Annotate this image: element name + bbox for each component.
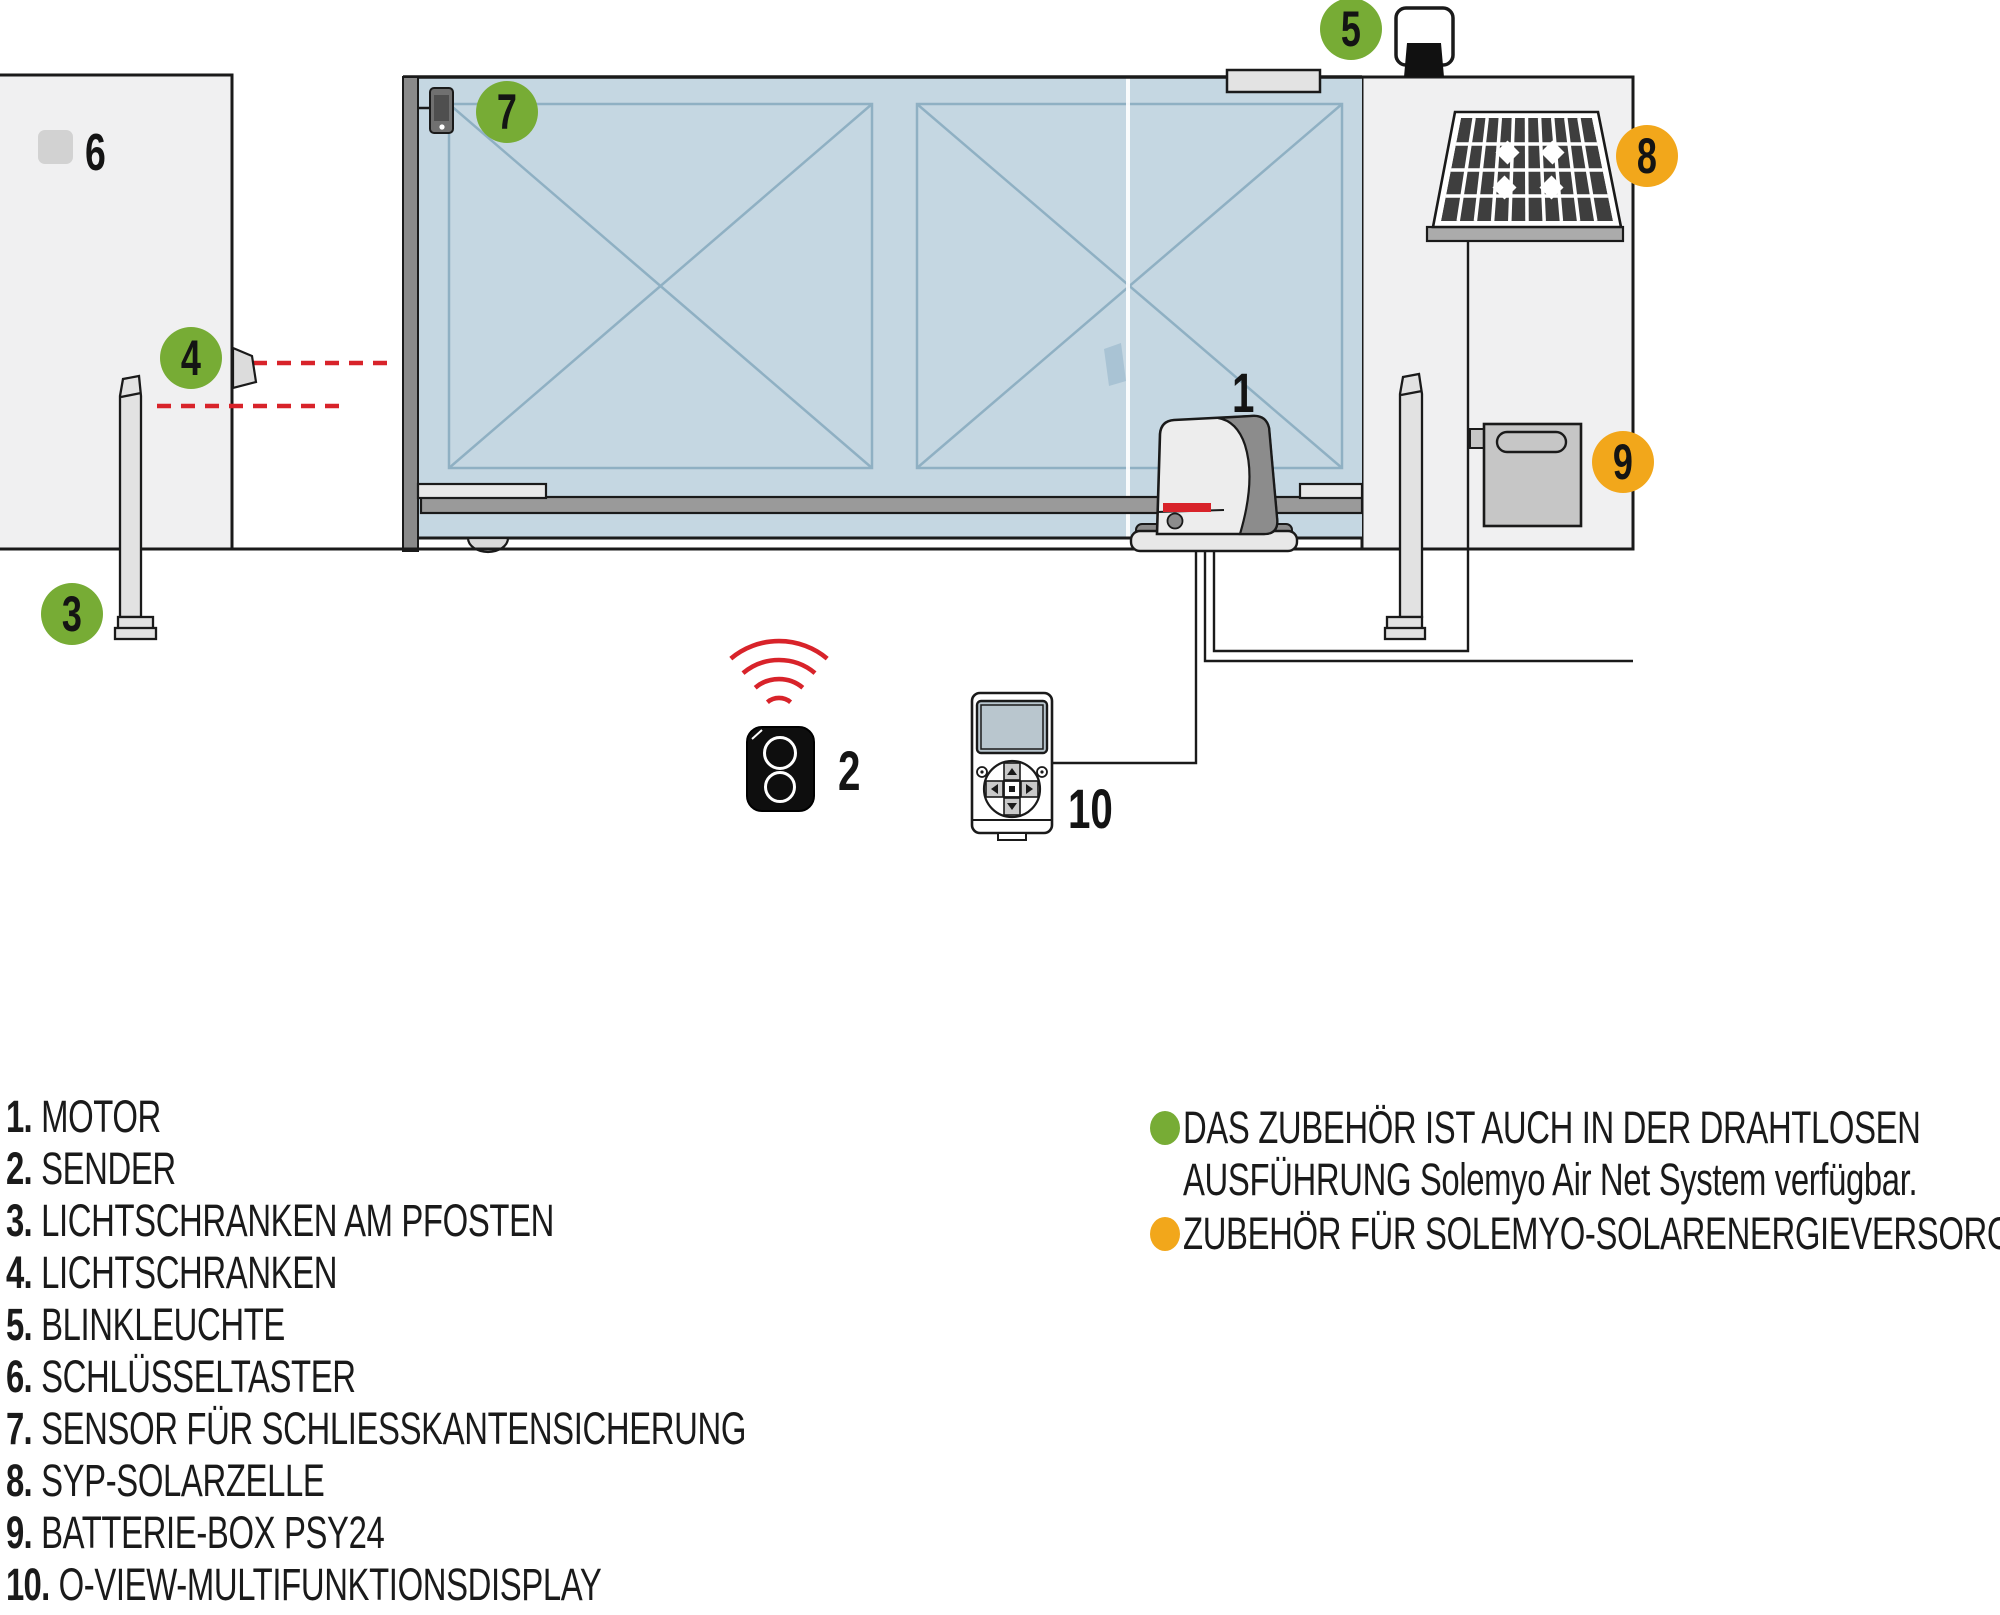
- callout-9-number: 9: [1612, 434, 1634, 490]
- key-switch: [38, 130, 73, 164]
- notes: DAS ZUBEHÖR IST AUCH IN DER DRAHTLOSEN A…: [1150, 1102, 2000, 1260]
- legend-item-9: 9. BATTERIE-BOX PSY24: [6, 1507, 385, 1558]
- gate-leading-edge: [402, 76, 419, 552]
- note-wireless-line2: AUSFÜHRUNG Solemyo Air Net System verfüg…: [1183, 1154, 1918, 1205]
- callout-8-number: 8: [1636, 128, 1658, 184]
- note-wireless-line1: DAS ZUBEHÖR IST AUCH IN DER DRAHTLOSEN: [1183, 1102, 1921, 1153]
- callout-6: 6: [85, 124, 106, 182]
- legend-item-6: 6. SCHLÜSSELTASTER: [6, 1351, 356, 1402]
- gate-motor: [1129, 414, 1299, 553]
- callout-5-number: 5: [1340, 1, 1362, 57]
- solar-panel: [1425, 110, 1625, 243]
- legend-item-5: 5. BLINKLEUCHTE: [6, 1299, 285, 1350]
- photocell-beams: [157, 360, 392, 409]
- callout-4: 4: [160, 327, 222, 389]
- callout-2: 2: [838, 739, 861, 802]
- legend-item-8: 8. SYP-SOLARZELLE: [6, 1455, 325, 1506]
- wall-photocell: [231, 346, 258, 390]
- callout-1: 1: [1232, 361, 1255, 424]
- transmitter: [729, 638, 829, 812]
- orange-dot-icon: [1150, 1217, 1180, 1251]
- legend-item-1: 1. MOTOR: [6, 1091, 161, 1142]
- oview-display: [970, 691, 1054, 841]
- legend-item-4: 4. LICHTSCHRANKEN: [6, 1247, 338, 1298]
- callout-10: 10: [1068, 777, 1113, 840]
- callout-7: 7: [476, 81, 538, 143]
- sliding-gate: [402, 75, 1362, 552]
- note-solar: ZUBEHÖR FÜR SOLEMYO-SOLARENERGIEVERSORGU…: [1150, 1208, 2000, 1260]
- callout-3: 3: [41, 583, 103, 645]
- installation-diagram: [0, 6, 1635, 841]
- callout-9: 9: [1592, 431, 1654, 493]
- motor-stripe: [1163, 503, 1211, 512]
- left-wall: [0, 73, 234, 551]
- photocell-post-left: [113, 374, 158, 641]
- legend-item-7: 7. SENSOR FÜR SCHLIESSKANTENSICHERUNG: [6, 1403, 747, 1454]
- green-dot-icon: [1150, 1111, 1180, 1145]
- flashing-light: [1394, 6, 1455, 77]
- edge-sensor: [417, 87, 454, 134]
- legend-item-3: 3. LICHTSCHRANKEN AM PFOSTEN: [6, 1195, 554, 1246]
- wires: [1052, 238, 1633, 765]
- radio-waves-icon: [729, 638, 829, 705]
- callout-8: 8: [1616, 125, 1678, 187]
- legend-item-2: 2. SENDER: [6, 1143, 176, 1194]
- legend: 1. MOTOR 2. SENDER 3. LICHTSCHRANKEN AM …: [6, 1091, 1020, 1611]
- photocell-post-right: [1383, 372, 1427, 641]
- edge-sensor-ghost: [1104, 343, 1126, 386]
- limit-bracket: [1225, 68, 1322, 94]
- legend-item-10: 10. O-VIEW-MULTIFUNKTIONSDISPLAY: [6, 1559, 602, 1610]
- battery-box: [1469, 422, 1583, 528]
- callout-4-number: 4: [180, 330, 202, 386]
- callout-3-number: 3: [61, 586, 83, 642]
- callout-7-number: 7: [496, 84, 518, 140]
- callout-5: 5: [1320, 0, 1382, 60]
- gate-rail: [416, 482, 1364, 515]
- note-solar-line1: ZUBEHÖR FÜR SOLEMYO-SOLARENERGIEVERSORGU…: [1183, 1208, 2000, 1259]
- note-wireless: DAS ZUBEHÖR IST AUCH IN DER DRAHTLOSEN A…: [1150, 1102, 2000, 1206]
- motor-release-knob: [1166, 512, 1184, 530]
